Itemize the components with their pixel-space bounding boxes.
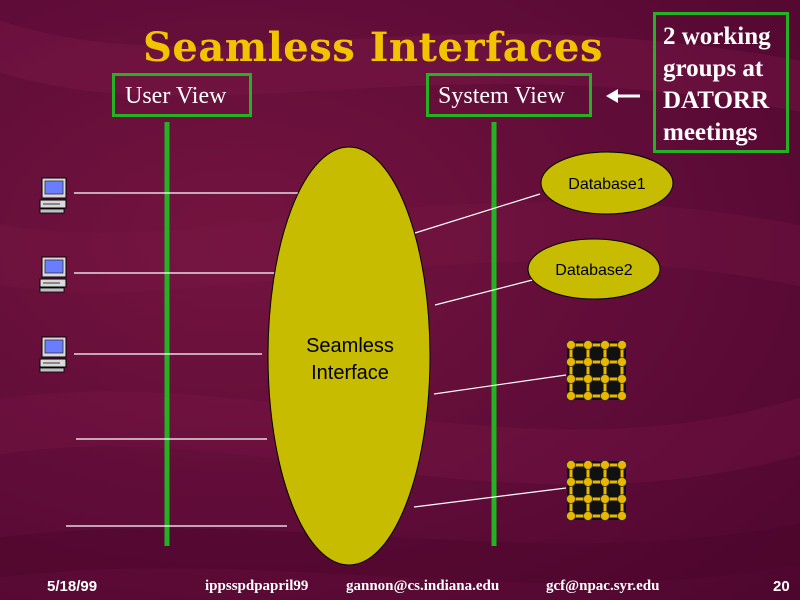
grid-backing	[567, 461, 626, 520]
grid-node	[566, 494, 576, 504]
footer-email-1: gannon@cs.indiana.edu	[346, 578, 500, 594]
footer-page-number: 20	[773, 578, 790, 595]
note-line-3: DATORR	[663, 87, 770, 114]
desktop-computer-icon	[39, 256, 67, 293]
resource-link-4	[413, 487, 567, 508]
system-view-label: System View	[426, 73, 592, 117]
database2-ellipse	[527, 238, 661, 300]
grid-node	[566, 391, 576, 401]
resource-link-3	[433, 374, 567, 395]
compute-grid-icon	[566, 340, 627, 401]
grid-node	[600, 374, 610, 384]
grid-node	[600, 391, 610, 401]
center-label-line-1: Seamless	[306, 335, 394, 357]
seamless-interface-ellipse	[267, 146, 431, 566]
grid-node	[617, 477, 627, 487]
resource-link-1	[414, 193, 541, 234]
compute-grid-icon	[566, 460, 627, 521]
grid-node	[617, 494, 627, 504]
note-line-4: meetings	[663, 119, 758, 146]
grid-node	[600, 357, 610, 367]
grid-node	[583, 477, 593, 487]
grid-node	[583, 340, 593, 350]
grid-backing	[567, 341, 626, 400]
grid-node	[617, 340, 627, 350]
grid-node	[583, 511, 593, 521]
grid-node	[566, 460, 576, 470]
grid-node	[617, 460, 627, 470]
resource-link-2	[434, 277, 541, 306]
center-label-line-2: Interface	[311, 362, 389, 384]
database2-label: Database2	[555, 262, 632, 279]
grid-node	[617, 511, 627, 521]
client-links	[66, 192, 298, 527]
slide-title: Seamless Interfaces	[143, 24, 603, 71]
grid-node	[583, 391, 593, 401]
note-line-1: 2 working	[663, 23, 771, 50]
working-groups-note: 2 working groups at DATORR meetings	[653, 12, 789, 153]
grid-node	[566, 477, 576, 487]
desktop-computer-icon	[39, 336, 67, 373]
grid-node	[566, 374, 576, 384]
footer-file-name: ippsspdpapril99	[205, 578, 309, 594]
footer-date: 5/18/99	[47, 578, 98, 595]
grid-node	[600, 340, 610, 350]
grid-node	[617, 391, 627, 401]
grid-node	[600, 494, 610, 504]
user-view-label: User View	[112, 73, 252, 117]
grid-node	[583, 357, 593, 367]
grid-node	[583, 374, 593, 384]
note-line-2: groups at	[663, 55, 764, 82]
resource-links	[413, 193, 567, 508]
grid-node	[583, 460, 593, 470]
grid-node	[600, 511, 610, 521]
database1-ellipse	[540, 151, 674, 215]
arrow-left-icon	[606, 89, 640, 103]
grid-node	[566, 511, 576, 521]
grid-node	[600, 477, 610, 487]
footer-email-2: gcf@npac.syr.edu	[546, 578, 660, 594]
database1-label: Database1	[568, 176, 645, 193]
grid-node	[600, 460, 610, 470]
grid-node	[583, 494, 593, 504]
grid-node	[566, 357, 576, 367]
grid-node	[617, 374, 627, 384]
desktop-computer-icon	[39, 177, 67, 214]
grid-node	[566, 340, 576, 350]
grid-node	[617, 357, 627, 367]
